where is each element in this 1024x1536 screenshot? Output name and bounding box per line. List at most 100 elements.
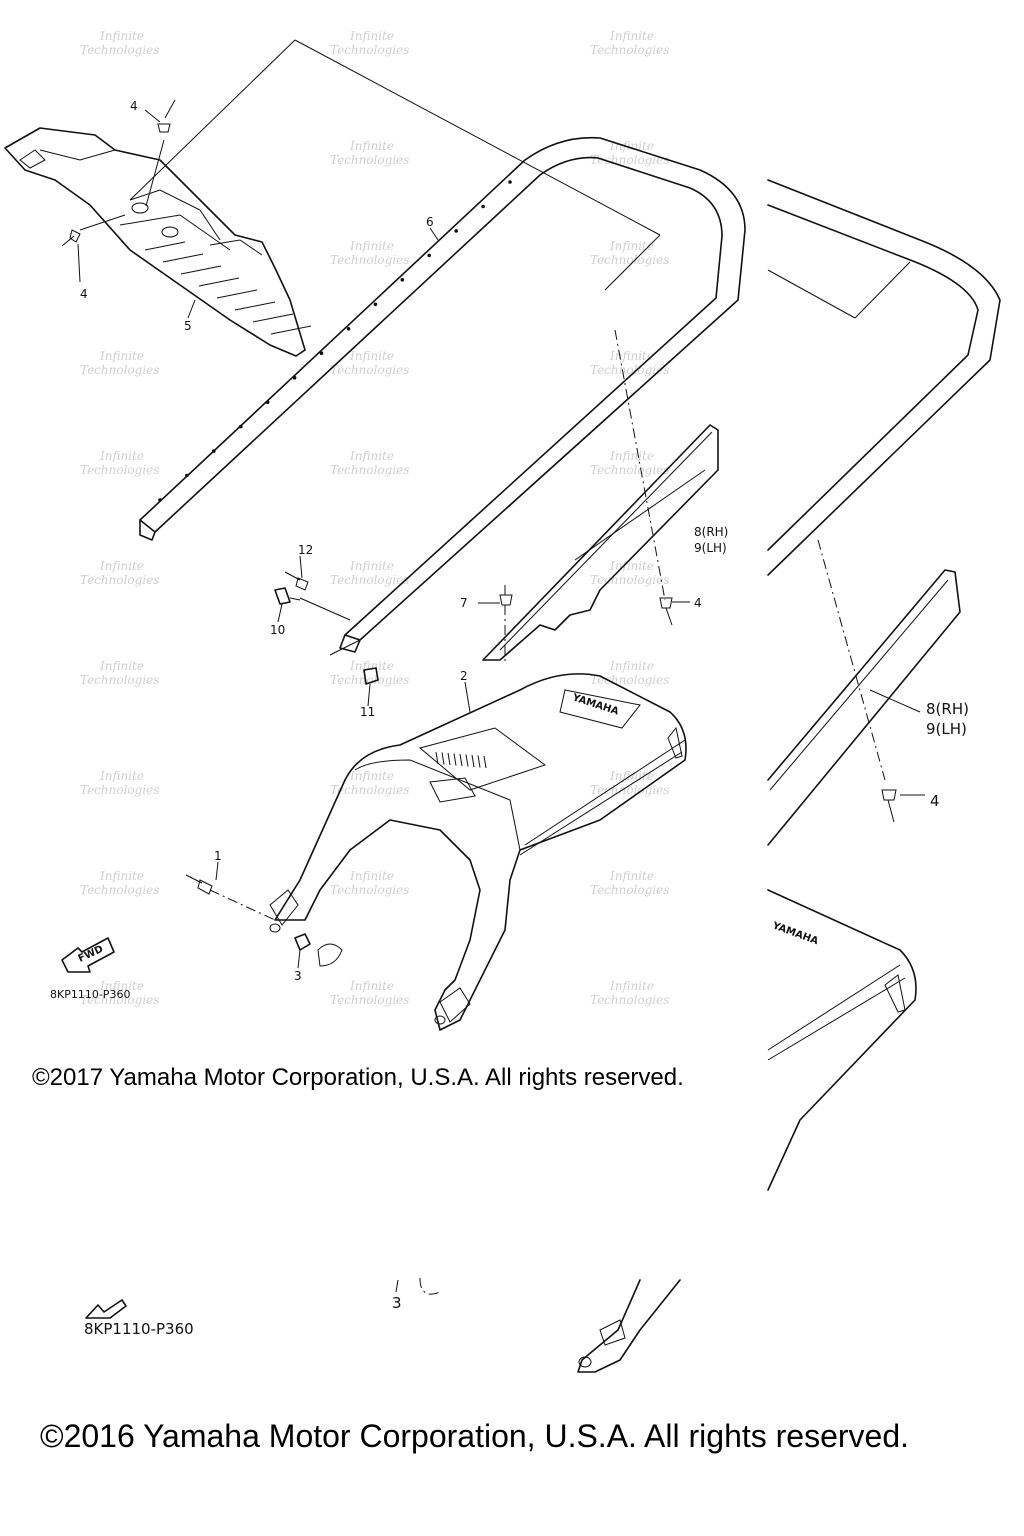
watermark-text: Technologies (330, 573, 409, 587)
bar-hole (158, 498, 162, 502)
fwd-arrow-icon: FWD (61, 937, 115, 973)
watermark-text: Infinite (609, 29, 654, 43)
callout-10: 10 (270, 623, 285, 637)
watermark-text: Technologies (80, 463, 159, 477)
watermark-text: Technologies (80, 883, 159, 897)
zoom-panel-right: YAMAHA (767, 179, 1001, 1191)
seat-vent-slot (459, 753, 463, 767)
callout-5: 5 (184, 319, 192, 333)
side-rail-part-8-9 (482, 424, 719, 661)
callout-11: 11 (360, 705, 375, 719)
callout-1: 1 (214, 849, 222, 863)
seat-vent-slot (483, 755, 487, 769)
tray-rib (252, 313, 294, 323)
bar-hole (292, 375, 297, 380)
callout-4c: 4 (694, 596, 702, 610)
seat-cover-part-2 (269, 673, 687, 1031)
tray-rib (162, 253, 204, 263)
callout-4d: 4 (930, 792, 940, 810)
leader-top-right (294, 39, 661, 236)
watermark-text: Technologies (80, 993, 159, 1007)
watermark-text: Infinite (99, 659, 144, 673)
callout-4b: 4 (80, 287, 88, 301)
watermark-text: Technologies (330, 463, 409, 477)
seat-vent-slot (435, 751, 439, 765)
watermark-text: Technologies (590, 463, 669, 477)
watermark-text: Technologies (590, 673, 669, 687)
watermark-text: Infinite (99, 29, 144, 43)
screw-part-7 (478, 585, 513, 665)
leader-bar-corner (604, 234, 661, 291)
seat-vent-slot (453, 753, 457, 766)
grab-bar-part-6 (139, 136, 746, 653)
tray-rib (234, 301, 276, 311)
watermark-text: Infinite (99, 349, 144, 363)
bar-hole (454, 229, 459, 233)
callout-8: 8(RH) (694, 525, 728, 539)
leader-top-left (129, 39, 296, 201)
watermark-text: Technologies (330, 363, 409, 377)
bar-hole (319, 351, 324, 356)
tray-rib (270, 325, 312, 335)
watermark-text: Infinite (349, 449, 394, 463)
watermark-text: Technologies (80, 573, 159, 587)
callout-3-lower: 3 (392, 1294, 402, 1312)
bar-hole (373, 302, 378, 307)
tray-rib (144, 241, 186, 251)
bar-hole (185, 473, 189, 478)
watermark-text: Infinite (609, 659, 654, 673)
watermark-text: Infinite (609, 769, 654, 783)
watermark-text: Infinite (349, 979, 394, 993)
leader-tray-rivet (145, 139, 165, 207)
tray-rib (180, 265, 222, 275)
watermark-text: Infinite (349, 769, 394, 783)
rivet-4a (144, 99, 176, 133)
watermark-text: Technologies (330, 883, 409, 897)
callout-9-zoom: 9(LH) (926, 720, 967, 738)
watermark-text: Infinite (99, 979, 144, 993)
leader-bar-bracket (329, 639, 361, 656)
grommet-part-3 (294, 933, 343, 969)
seat-vent-slot (447, 752, 451, 766)
callout-7: 7 (460, 596, 468, 610)
watermark-text: Technologies (330, 673, 409, 687)
callout-6: 6 (426, 215, 434, 229)
callout-4a: 4 (130, 99, 138, 113)
watermark-text: Infinite (609, 979, 654, 993)
watermark-text: Infinite (609, 559, 654, 573)
leader-tray-rivet-2 (79, 214, 126, 231)
tray-rib (198, 277, 240, 287)
rivet-4b (61, 229, 81, 283)
storage-tray-part-5 (4, 127, 312, 357)
leader-bolt-to-bar (299, 597, 351, 621)
watermark-text: Infinite (609, 449, 654, 463)
callout-8-zoom: 8(RH) (926, 700, 969, 718)
copyright-2017: ©2017 Yamaha Motor Corporation, U.S.A. A… (32, 1064, 684, 1091)
bar-hole (212, 449, 216, 453)
watermark-text: Infinite (99, 449, 144, 463)
seat-vent-slot (477, 755, 481, 768)
callout-3: 3 (294, 969, 302, 983)
reference-code-lower: 8KP1110-P360 (84, 1320, 194, 1338)
watermark-text: Infinite (609, 869, 654, 883)
seat-vent-slot (471, 754, 475, 768)
watermark-text: Technologies (590, 253, 669, 267)
bar-hole (265, 400, 270, 405)
watermark-text: Technologies (80, 783, 159, 797)
watermark-text: Technologies (590, 883, 669, 897)
watermark-text: Technologies (590, 993, 669, 1007)
watermark-text: Technologies (590, 573, 669, 587)
watermark-text: Infinite (349, 239, 394, 253)
bar-hole (346, 327, 351, 331)
watermark-text: Infinite (609, 139, 654, 153)
watermark-text: Infinite (99, 769, 144, 783)
watermark-text: Infinite (99, 559, 144, 573)
pin-part-1 (185, 861, 276, 921)
watermark-text: Technologies (590, 783, 669, 797)
bar-hole (508, 180, 512, 184)
watermark-text: Technologies (80, 673, 159, 687)
bar-hole (400, 278, 405, 282)
seat-vent-slot (465, 754, 469, 767)
